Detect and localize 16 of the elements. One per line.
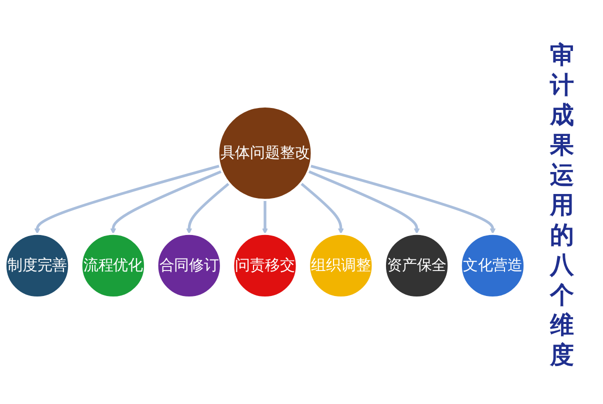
node-circle: 合同修订: [156, 232, 222, 299]
node-circle: 文化营造: [460, 232, 526, 299]
node-circle: 流程优化: [80, 232, 146, 299]
arrow: [186, 182, 230, 234]
arrow: [310, 164, 496, 234]
arrow: [34, 164, 220, 234]
node-circle: 制度完善: [4, 232, 70, 299]
arrow: [300, 182, 344, 234]
node-circle: 问责移交: [232, 232, 298, 299]
diagram-title: 审计成果运用的八个维度: [549, 40, 575, 370]
arrow: [262, 200, 268, 234]
arrow: [308, 170, 420, 234]
node-circle: 具体问题整改: [217, 105, 313, 201]
node-circle: 组织调整: [308, 232, 374, 299]
node-circle: 资产保全: [384, 232, 450, 299]
arrow: [110, 170, 222, 234]
